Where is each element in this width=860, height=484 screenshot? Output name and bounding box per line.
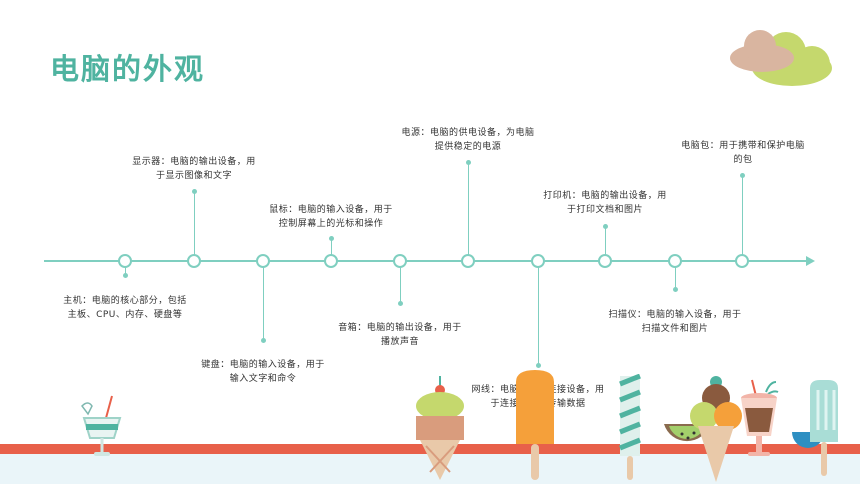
connector-end-dot	[398, 301, 403, 306]
timeline-arrow	[806, 256, 815, 266]
timeline-label: 键盘：电脑的输入设备，用于输入文字和命令	[201, 360, 325, 384]
connector-end-dot	[740, 173, 745, 178]
timeline-connector	[605, 226, 606, 261]
timeline-node	[531, 254, 545, 268]
timeline-label: 音箱：电脑的输出设备，用于播放声音	[338, 323, 462, 347]
timeline-node	[324, 254, 338, 268]
connector-end-dot	[466, 160, 471, 165]
page-title: 电脑的外观	[50, 52, 206, 86]
connector-end-dot	[192, 189, 197, 194]
timeline-connector	[675, 261, 676, 289]
timeline-connector	[331, 238, 332, 261]
connector-end-dot	[603, 224, 608, 229]
timeline-label: 电脑包：用于携带和保护电脑的包	[681, 141, 805, 165]
timeline-connector	[538, 261, 539, 365]
timeline-node	[187, 254, 201, 268]
timeline-connector	[400, 261, 401, 303]
timeline-node	[393, 254, 407, 268]
timeline-connector	[468, 162, 469, 261]
connector-end-dot	[536, 363, 541, 368]
ice-cream-cone-icon	[416, 376, 464, 480]
popsicle-icon	[516, 370, 554, 480]
timeline-node	[598, 254, 612, 268]
timeline-label: 电源：电脑的供电设备，为电脑提供稳定的电源	[401, 128, 535, 152]
timeline-connector	[742, 175, 743, 261]
timeline-node	[256, 254, 270, 268]
timeline-connector	[125, 261, 126, 275]
timeline-label: 扫描仪：电脑的输入设备，用于扫描文件和图片	[608, 310, 742, 334]
timeline-node	[118, 254, 132, 268]
timeline-node	[668, 254, 682, 268]
timeline-connector	[194, 191, 195, 261]
timeline-label: 显示器：电脑的输出设备，用于显示图像和文字	[132, 157, 256, 181]
ice-cream-bar-icon	[619, 374, 641, 480]
ice-cream-scoops-icon	[690, 376, 742, 482]
timeline-label: 打印机：电脑的输出设备，用于打印文档和图片	[543, 191, 667, 215]
popsicle-mint-icon	[792, 380, 838, 476]
connector-end-dot	[329, 236, 334, 241]
cocktail-icon	[81, 395, 122, 456]
timeline-label: 鼠标：电脑的输入设备，用于控制屏幕上的光标和操作	[269, 205, 393, 229]
connector-end-dot	[261, 338, 266, 343]
timeline-node	[461, 254, 475, 268]
timeline-axis	[44, 260, 812, 262]
connector-end-dot	[123, 273, 128, 278]
connector-end-dot	[673, 287, 678, 292]
timeline-node	[735, 254, 749, 268]
drink-cup-icon	[741, 379, 779, 456]
timeline-label: 主机：电脑的核心部分，包括主板、CPU、内存、硬盘等	[63, 296, 187, 320]
cloud-icon	[730, 30, 832, 86]
timeline-connector	[263, 261, 264, 340]
